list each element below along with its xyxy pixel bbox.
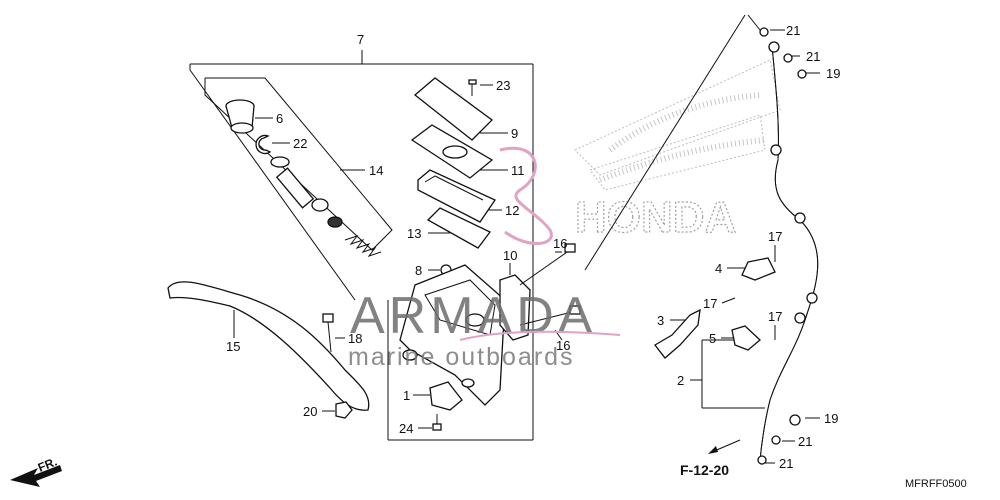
label-part-6: 6 <box>276 111 283 126</box>
part-boot <box>225 99 255 134</box>
watermark-brand: ARMADA <box>350 287 596 345</box>
label-part-2: 2 <box>677 373 684 388</box>
label-part-19-upper: 19 <box>826 66 840 81</box>
part-reservoir-cap <box>413 77 493 141</box>
part-screw-top <box>468 79 477 96</box>
watermark-subtitle: marine outboards <box>348 343 575 371</box>
label-part-24: 24 <box>399 421 413 436</box>
label-part-17-upper: 17 <box>768 229 782 244</box>
label-part-21-d: 21 <box>779 456 793 471</box>
honda-wing-logo: HONDA <box>574 59 781 243</box>
label-part-21-c: 21 <box>798 434 812 449</box>
part-hose-bracket-upper <box>741 257 776 281</box>
label-part-3: 3 <box>657 313 664 328</box>
label-part-16-lower: 16 <box>556 338 570 353</box>
label-part-5: 5 <box>709 331 716 346</box>
part-piston <box>270 156 343 228</box>
part-plate <box>426 207 491 249</box>
part-circlip <box>255 134 272 155</box>
watermark-swoosh <box>499 146 553 246</box>
label-part-18: 18 <box>348 331 362 346</box>
label-part-8: 8 <box>415 263 422 278</box>
armada-watermark: ARMADA marine outboards <box>348 146 621 371</box>
label-part-15: 15 <box>226 339 240 354</box>
label-part-10: 10 <box>503 248 517 263</box>
label-part-11: 11 <box>511 163 525 178</box>
honda-logo-text: HONDA <box>575 193 736 242</box>
label-part-1: 1 <box>403 388 410 403</box>
part-clamp <box>499 274 531 341</box>
label-part-13: 13 <box>407 226 421 241</box>
part-lever-pivot-bolt <box>322 313 334 353</box>
label-part-17-left: 17 <box>703 296 717 311</box>
brake-hose-assembly <box>654 27 819 465</box>
master-cylinder-parts <box>167 77 581 431</box>
part-brake-lever <box>167 281 370 411</box>
label-part-23: 23 <box>496 78 510 93</box>
label-part-4: 4 <box>715 261 722 276</box>
part-hose-bracket-mid <box>654 308 701 359</box>
label-part-9: 9 <box>511 126 518 141</box>
reference-label: F-12-20 <box>680 462 729 478</box>
part-spring <box>344 235 382 257</box>
part-cylinder-body <box>399 264 506 406</box>
label-part-21-a: 21 <box>786 23 800 38</box>
label-part-21-b: 21 <box>806 49 820 64</box>
part-bolts <box>519 243 581 326</box>
part-switch <box>429 381 463 411</box>
label-part-16-upper: 16 <box>553 236 567 251</box>
part-lever-nut <box>335 401 353 419</box>
part-labels: 7 6 22 14 23 9 11 12 13 8 10 16 16 18 15… <box>226 23 840 471</box>
part-diaphragm <box>417 169 496 223</box>
label-part-17-lower: 17 <box>768 309 782 324</box>
label-part-7: 7 <box>357 32 364 47</box>
part-switch-screw <box>432 414 442 431</box>
part-hose-bracket-lower <box>731 325 761 351</box>
label-part-14: 14 <box>369 163 383 178</box>
label-part-19-lower: 19 <box>824 411 838 426</box>
label-part-22: 22 <box>293 136 307 151</box>
label-part-12: 12 <box>505 203 519 218</box>
label-part-20: 20 <box>303 404 317 419</box>
front-direction-arrow: FR. <box>10 455 62 487</box>
diagram-code: MFRFF0500 <box>905 478 967 490</box>
direction-label: FR. <box>36 455 59 475</box>
leader-lines <box>189 14 820 464</box>
